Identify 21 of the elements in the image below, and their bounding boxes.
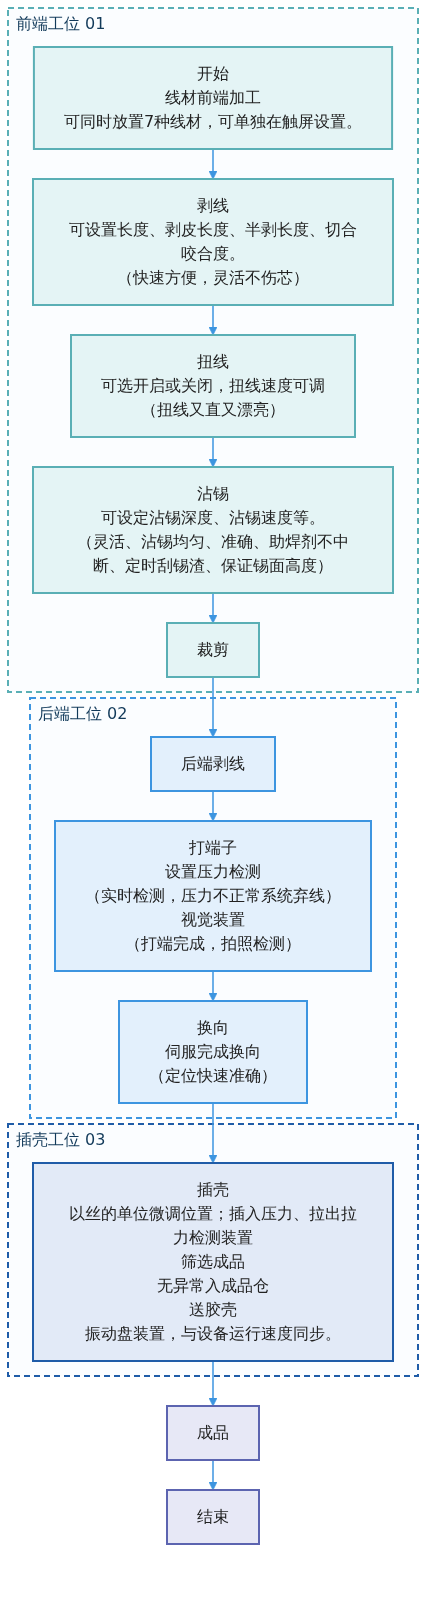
node-box: 换向 伺服完成换向 （定位快速准确） [118, 1000, 308, 1104]
node-box: 扭线 可选开启或关闭，扭线速度可调 （扭线又直又漂亮） [70, 334, 356, 438]
arrow [208, 592, 218, 624]
node-box: 打端子 设置压力检测 （实时检测，压力不正常系统弃线） 视觉装置 （打端完成，拍照检测） [54, 820, 372, 972]
node-box: 开始 线材前端加工 可同时放置7种线材，可单独在触屏设置。 [32, 46, 394, 150]
node-box: 成品 [166, 1405, 260, 1461]
node-box: 插壳 以丝的单位微调位置；插入压力、拉出拉力检测装置 筛选成品 无异常入成品仓 送胶壳 振动盘装置，与设备运行速度同步。 [32, 1162, 394, 1362]
arrow [208, 436, 218, 468]
arrow [208, 1459, 218, 1491]
arrow [208, 1102, 218, 1164]
arrow [208, 790, 218, 822]
node-box: 沾锡 可设定沾锡深度、沾锡速度等。 （灵活、沾锡均匀、准确、助焊剂不中断、定时刮锡渣、保证锡面高度） [32, 466, 394, 594]
arrow [208, 1360, 218, 1407]
node-box: 结束 [166, 1489, 260, 1545]
arrow [208, 676, 218, 738]
node-box: 后端剥线 [150, 736, 276, 792]
arrow [208, 304, 218, 336]
node-box: 剥线 可设置长度、剥皮长度、半剥长度、切合咬合度。 （快速方便，灵活不伤芯） [32, 178, 394, 306]
node-box: 裁剪 [166, 622, 260, 678]
arrow [208, 148, 218, 180]
arrow [208, 970, 218, 1002]
